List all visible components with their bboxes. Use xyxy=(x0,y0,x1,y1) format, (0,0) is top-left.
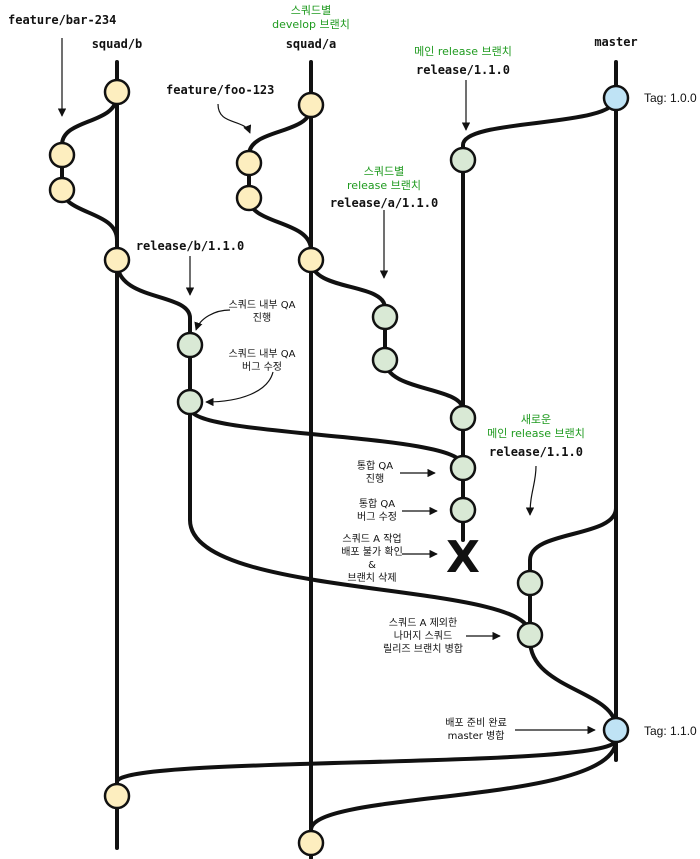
master-tag-node xyxy=(602,84,630,112)
new-main-release-line1: 새로운 xyxy=(521,413,551,426)
squad-release-note-line1: 스쿼드별 xyxy=(364,165,404,178)
squad-a-note-line1: 스쿼드별 xyxy=(291,4,331,17)
commit-node xyxy=(449,454,477,482)
tag-110-label: Tag: 1.1.0 xyxy=(644,724,697,738)
feature-bar-label: feature/bar-234 xyxy=(8,13,116,27)
commit-node xyxy=(48,176,76,204)
commit-node xyxy=(235,184,263,212)
integ-qa-line1: 통합 QA xyxy=(357,460,393,472)
commit-node xyxy=(516,621,544,649)
master-tag-node xyxy=(602,716,630,744)
new-main-release-line2: 메인 release 브랜치 xyxy=(487,427,585,440)
arrow xyxy=(217,103,252,134)
commit-node xyxy=(516,569,544,597)
release-b-merge-to-new xyxy=(188,406,532,636)
release-b-branch xyxy=(115,260,192,402)
commit-node xyxy=(176,331,204,359)
qa-internal-line2: 진행 xyxy=(253,312,271,324)
release-a-label: release/a/1.1.0 xyxy=(330,196,438,210)
arrow xyxy=(205,371,274,407)
merge-rest-line2: 나머지 스쿼드 xyxy=(394,630,452,642)
release-new-label: release/1.1.0 xyxy=(489,445,583,459)
labels: feature/bar-234 squad/b 스쿼드별 develop 브랜치… xyxy=(8,4,697,742)
tag-100-label: Tag: 1.0.0 xyxy=(644,91,697,105)
squad-a-fail-line1: 스쿼드 A 작업 xyxy=(342,532,401,545)
deploy-ready-line1: 배포 준비 완료 xyxy=(445,717,507,729)
commit-node xyxy=(297,246,325,274)
release-a-branch xyxy=(309,258,465,412)
annotation-arrows xyxy=(57,38,596,735)
commit-node xyxy=(297,91,325,119)
commit-node xyxy=(103,782,131,810)
bugfix-internal-line1: 스쿼드 내부 QA xyxy=(228,348,295,360)
commit-node xyxy=(449,404,477,432)
back-merge-squad-a xyxy=(309,738,618,832)
arrow xyxy=(194,309,231,331)
commit-node xyxy=(297,829,325,857)
integ-bug-line2: 버그 수정 xyxy=(357,511,397,523)
commit-node xyxy=(103,78,131,106)
bugfix-internal-line2: 버그 수정 xyxy=(242,361,282,373)
commit-node xyxy=(371,303,399,331)
release-b-merge-to-main xyxy=(188,406,465,468)
commit-nodes xyxy=(48,78,630,857)
merge-rest-line1: 스쿼드 A 제외한 xyxy=(389,617,457,629)
feature-foo-branch xyxy=(247,105,313,252)
commit-node xyxy=(176,388,204,416)
main-release-note: 메인 release 브랜치 xyxy=(414,45,512,58)
arrow xyxy=(525,465,537,516)
commit-node xyxy=(449,496,477,524)
squad-release-note-line2: release 브랜치 xyxy=(347,179,421,192)
squad-b-header: squad/b xyxy=(92,37,143,51)
commit-node xyxy=(371,346,399,374)
squad-a-header: squad/a xyxy=(286,37,337,51)
integ-bug-line1: 통합 QA xyxy=(359,498,395,510)
commit-node xyxy=(103,246,131,274)
squad-a-fail-line4: 브랜치 삭제 xyxy=(347,572,396,584)
squad-a-fail-line2: 배포 불가 확인 xyxy=(341,546,403,558)
squad-a-note-line2: develop 브랜치 xyxy=(272,18,350,31)
main-release-branch xyxy=(461,96,618,542)
delete-x-mark: X xyxy=(446,532,480,583)
feature-foo-label: feature/foo-123 xyxy=(166,83,274,97)
master-header: master xyxy=(594,35,637,49)
qa-internal-line1: 스쿼드 내부 QA xyxy=(228,299,295,311)
feature-bar-branch xyxy=(60,93,119,242)
deploy-ready-line2: master 병합 xyxy=(448,730,505,742)
release-b-label: release/b/1.1.0 xyxy=(136,239,244,253)
integ-qa-line2: 진행 xyxy=(366,473,384,485)
merge-rest-line3: 릴리즈 브랜치 병합 xyxy=(383,642,463,655)
branch-lines xyxy=(60,60,618,859)
commit-node xyxy=(449,146,477,174)
release-main-label: release/1.1.0 xyxy=(416,63,510,77)
commit-node xyxy=(48,141,76,169)
back-merge-squad-b xyxy=(115,738,618,784)
commit-node xyxy=(235,149,263,177)
squad-a-fail-line3: & xyxy=(368,560,376,571)
new-main-release-branch xyxy=(528,506,618,730)
